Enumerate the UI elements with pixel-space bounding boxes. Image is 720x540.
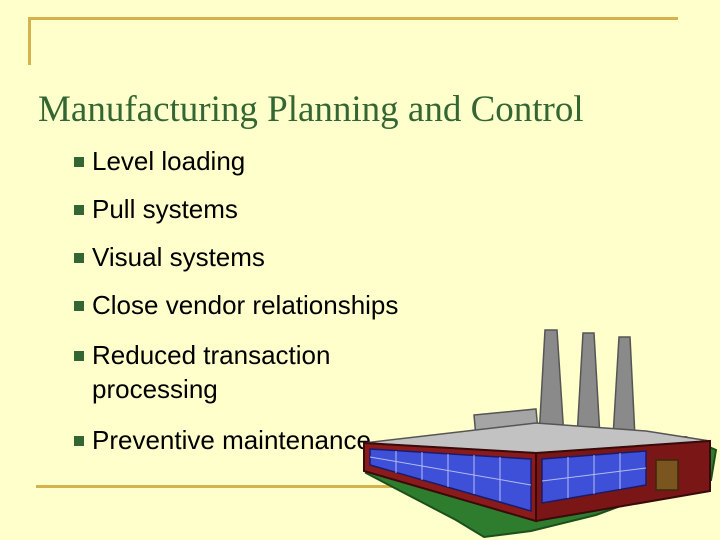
bullet-item: Level loading	[74, 144, 245, 178]
bullet-marker-icon	[74, 351, 84, 361]
bullet-text: Preventive maintenance	[92, 425, 371, 455]
bullet-item: Close vendor relationships	[74, 288, 398, 322]
bullet-item: Visual systems	[74, 240, 265, 274]
bullet-text: Pull systems	[92, 194, 238, 224]
bullet-text-continued: processing	[92, 374, 218, 404]
bullet-text: Reduced transaction	[92, 340, 331, 370]
bullet-item: Pull systems	[74, 192, 238, 226]
bullet-marker-icon	[74, 157, 84, 167]
bullet-item: Reduced transaction processing	[74, 338, 330, 406]
frame-top-rule	[30, 17, 678, 20]
bullet-text: Visual systems	[92, 242, 265, 272]
factory-icon	[363, 329, 718, 539]
bullet-marker-icon	[74, 436, 84, 446]
frame-bottom-rule	[36, 485, 408, 488]
bullet-marker-icon	[74, 301, 84, 311]
bullet-marker-icon	[74, 205, 84, 215]
bullet-item: Preventive maintenance	[74, 423, 371, 457]
slide-title: Manufacturing Planning and Control	[38, 89, 584, 130]
bullet-text: Close vendor relationships	[92, 290, 399, 320]
frame-left-rule	[28, 17, 31, 65]
bullet-text: Level loading	[92, 146, 246, 176]
bullet-marker-icon	[74, 253, 84, 263]
